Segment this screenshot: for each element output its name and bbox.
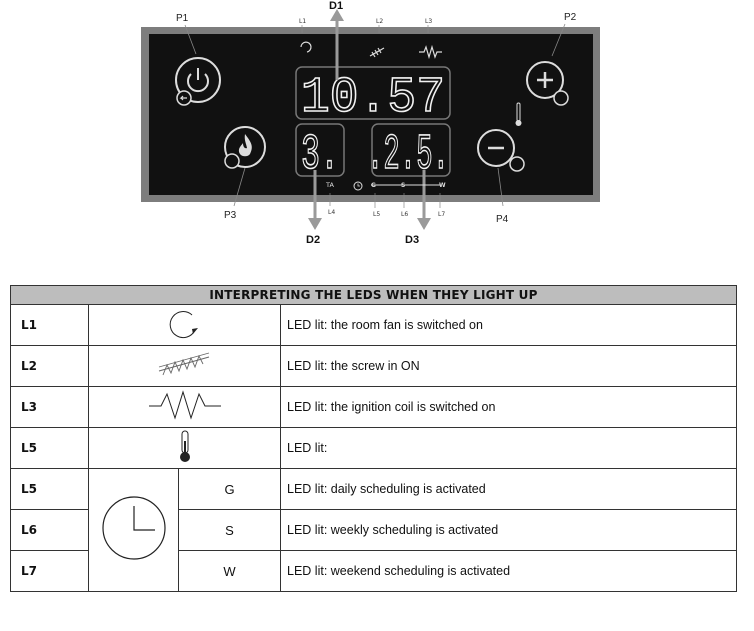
p3-label: P3 <box>224 210 237 221</box>
d3-arrow-head <box>417 218 431 230</box>
d1-label: D1 <box>329 0 343 12</box>
d2-label: D2 <box>306 234 320 246</box>
d1-arrow-head <box>330 9 344 21</box>
led-code: L7 <box>10 550 89 592</box>
minus-button[interactable] <box>477 129 525 172</box>
table-row: L5 LED lit: <box>10 427 737 469</box>
schedule-mode: W <box>178 550 281 592</box>
p4-label: P4 <box>496 214 509 225</box>
led-code: L6 <box>10 509 89 551</box>
power-icon <box>187 73 209 93</box>
led-description: LED lit: the ignition coil is switched o… <box>280 386 737 428</box>
table-row: L1 LED lit: the room fan is switched on <box>10 304 737 346</box>
screw-icon <box>158 352 209 375</box>
thermometer-icon <box>515 102 522 126</box>
flame-icon <box>238 134 252 157</box>
led-description: LED lit: the room fan is switched on <box>280 304 737 346</box>
ta-label: TA <box>325 181 334 189</box>
l2-label: L2 <box>376 18 383 25</box>
table-row: L2 LED lit: the screw in ON <box>10 345 737 387</box>
thermometer-icon <box>179 430 190 462</box>
display-d3-box <box>371 123 451 177</box>
plus-button[interactable] <box>526 61 569 106</box>
g-label: G <box>371 182 376 189</box>
display-d2-box <box>295 123 345 177</box>
l1-label: L1 <box>299 18 306 25</box>
schedule-mode: G <box>178 468 281 510</box>
d3-label: D3 <box>405 234 419 246</box>
led-code: L2 <box>10 345 89 387</box>
led-code: L5 <box>10 427 89 469</box>
led-description: LED lit: <box>280 427 737 469</box>
led-code: L5 <box>10 468 89 510</box>
l4-label: L4 <box>328 209 335 216</box>
led-code: L3 <box>10 386 89 428</box>
power-button[interactable] <box>175 57 221 106</box>
schedule-mode: S <box>178 509 281 551</box>
clock-small-icon <box>353 181 363 191</box>
p1-label: P1 <box>176 13 189 24</box>
ignition-coil-icon <box>148 389 221 420</box>
l7-label: L7 <box>438 211 445 218</box>
table-title: INTERPRETING THE LEDS WHEN THEY LIGHT UP <box>10 285 737 305</box>
led-description: LED lit: weekly scheduling is activated <box>280 509 737 551</box>
w-label: W <box>439 182 446 189</box>
flame-button[interactable] <box>224 126 266 169</box>
s-label: S <box>401 182 405 189</box>
led-description: LED lit: daily scheduling is activated <box>280 468 737 510</box>
fan-rotation-icon <box>169 310 198 338</box>
led-description: LED lit: the screw in ON <box>280 345 737 387</box>
pellet-icon <box>224 153 240 169</box>
d2-arrow-head <box>308 218 322 230</box>
p2-label: P2 <box>564 12 577 23</box>
control-panel-diagram: 10.57 3. .2.5. D1 D2 D3 L1 L2 L3 P1 P3 P… <box>141 0 600 246</box>
l3-label: L3 <box>425 18 432 25</box>
table-row: L5 G LED lit: daily scheduling is activa… <box>10 468 737 592</box>
led-code: L1 <box>10 304 89 346</box>
display-d1-box <box>295 66 451 120</box>
ignition-coil-icon <box>419 44 442 60</box>
display-left-value: 3. <box>301 127 339 184</box>
l5-label: L5 <box>373 211 380 218</box>
led-table: INTERPRETING THE LEDS WHEN THEY LIGHT UP… <box>10 285 737 592</box>
table-row: L3 LED lit: the ignition coil is switche… <box>10 386 737 428</box>
screw-icon <box>369 47 385 58</box>
screw-small-icon <box>553 90 569 106</box>
clock-icon <box>101 495 166 560</box>
table-row: L7 W LED lit: weekend scheduling is acti… <box>10 550 737 592</box>
fan-rotation-icon <box>300 41 312 53</box>
led-description: LED lit: weekend scheduling is activated <box>280 550 737 592</box>
display-right-value: .2.5. <box>367 127 449 184</box>
fan-small-icon <box>509 156 525 172</box>
l6-label: L6 <box>401 211 408 218</box>
display-top-value: 10.57 <box>301 70 445 127</box>
table-row: L6 S LED lit: weekly scheduling is activ… <box>10 509 737 551</box>
